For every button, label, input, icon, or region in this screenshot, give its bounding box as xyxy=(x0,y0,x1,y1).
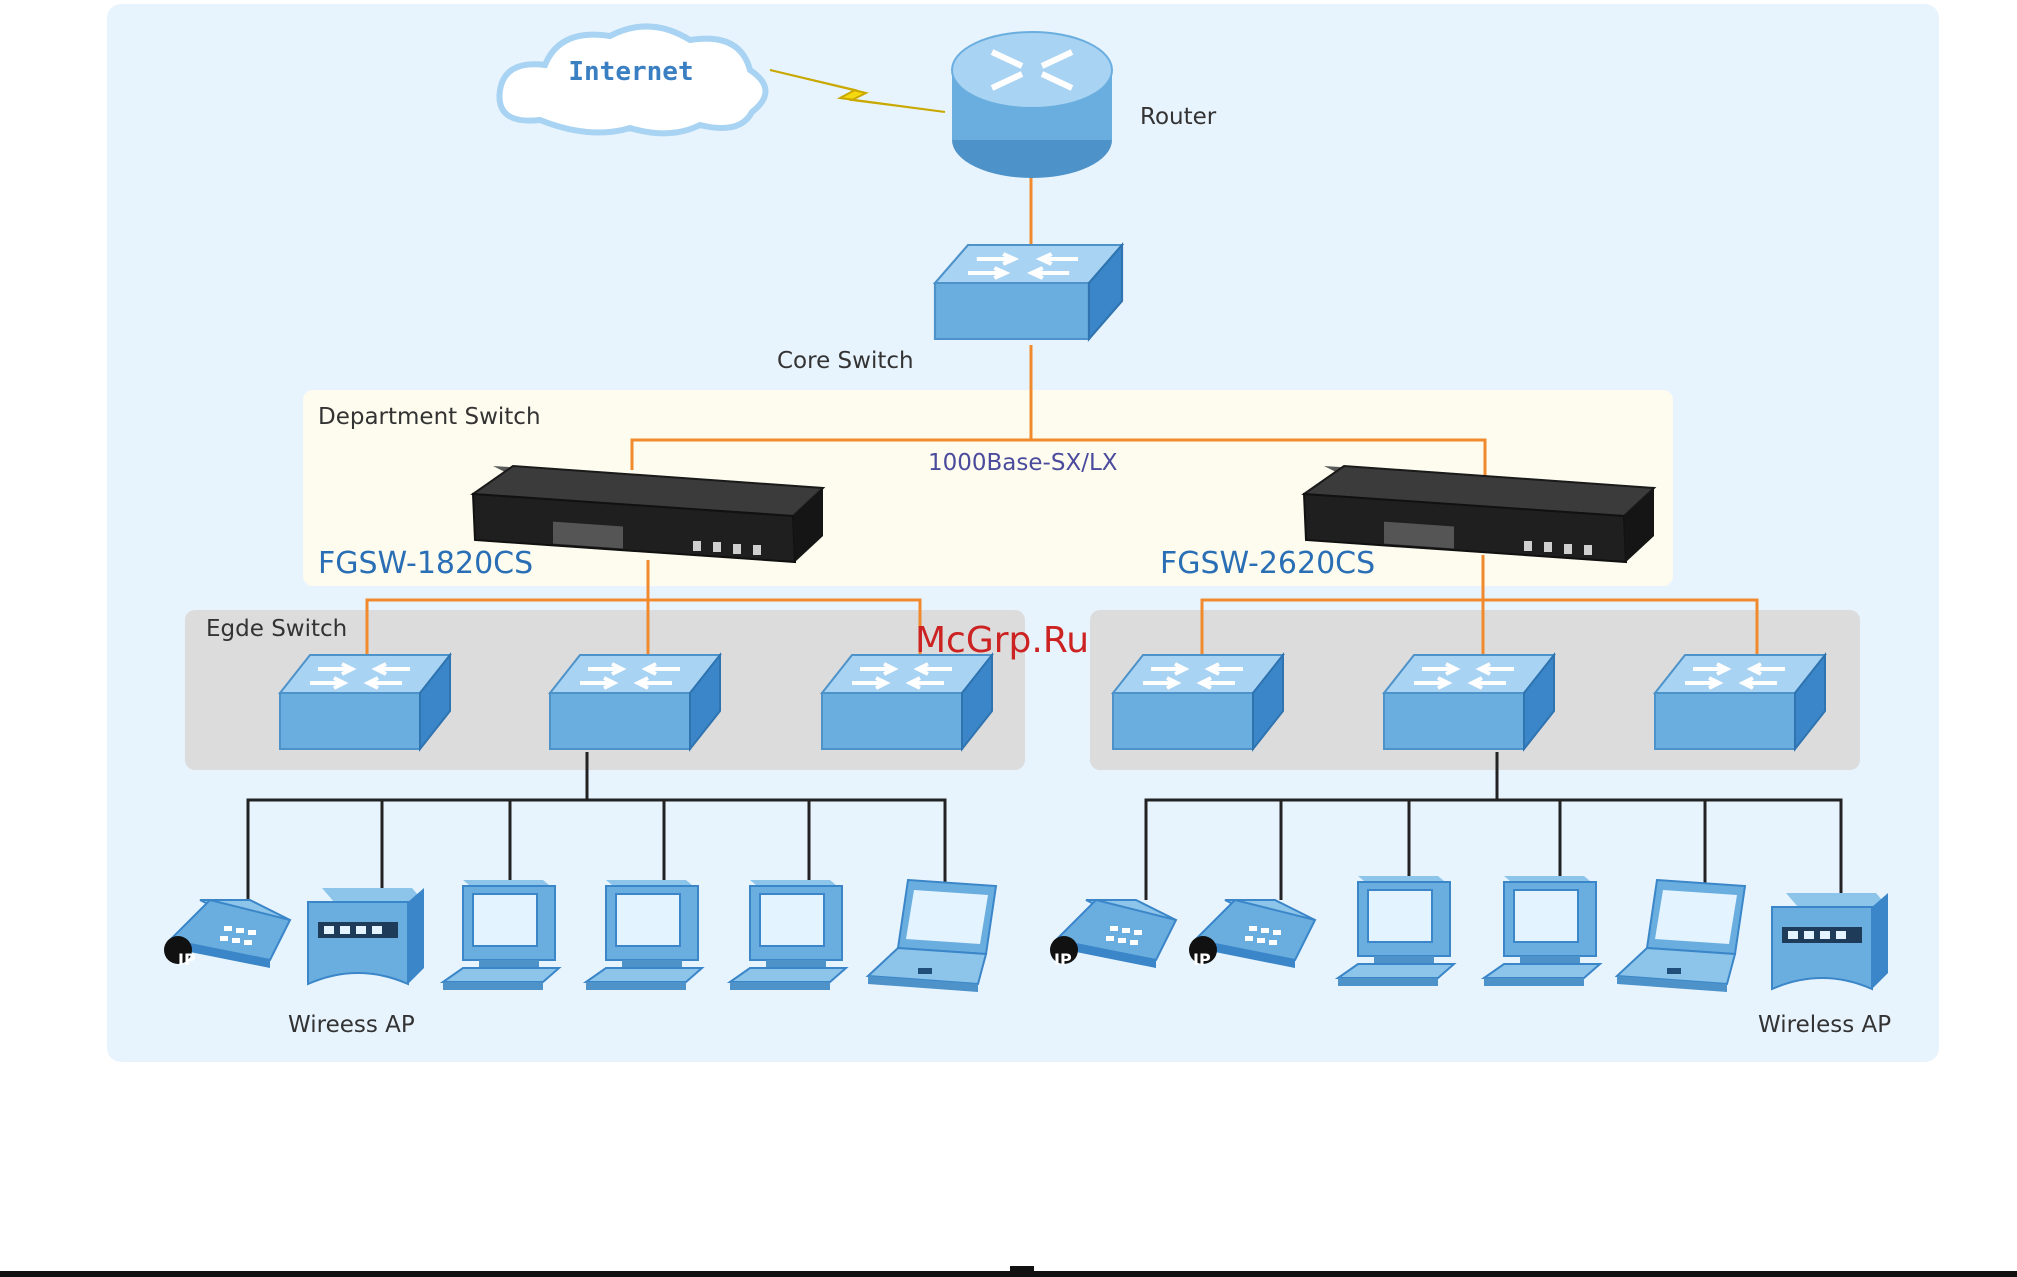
model-right-label: FGSW-2620CS xyxy=(1160,546,1375,581)
edge-switch-icon xyxy=(822,655,992,749)
model-left-label: FGSW-1820CS xyxy=(318,546,533,581)
wireless-ap-left-label: Wireess AP xyxy=(288,1012,415,1038)
bottom-rule-mark xyxy=(1010,1266,1034,1272)
edge-switch-icon xyxy=(550,655,720,749)
edge-switch-icon xyxy=(280,655,450,749)
ip-badge: IP xyxy=(178,950,196,969)
core-switch-label: Core Switch xyxy=(777,348,914,374)
wireless-ap-icon xyxy=(1772,893,1888,989)
core-switch-icon xyxy=(935,245,1122,339)
router-icon xyxy=(952,32,1112,178)
ip-badge: IP xyxy=(1193,950,1211,969)
edge-switch-icon xyxy=(1384,655,1554,749)
router-label: Router xyxy=(1140,104,1217,130)
edge-switch-icon xyxy=(1113,655,1283,749)
link-media-label: 1000Base-SX/LX xyxy=(928,450,1118,476)
wireless-ap-right-label: Wireless AP xyxy=(1758,1012,1891,1038)
department-switch-label: Department Switch xyxy=(318,404,541,430)
edge-switch-label: Egde Switch xyxy=(206,616,347,642)
internet-label: Internet xyxy=(568,57,693,87)
ip-badge: IP xyxy=(1054,950,1072,969)
wireless-ap-icon xyxy=(308,888,424,984)
watermark-text: McGrp.Ru xyxy=(915,620,1089,661)
edge-switch-icon xyxy=(1655,655,1825,749)
bottom-rule xyxy=(0,1271,2017,1277)
